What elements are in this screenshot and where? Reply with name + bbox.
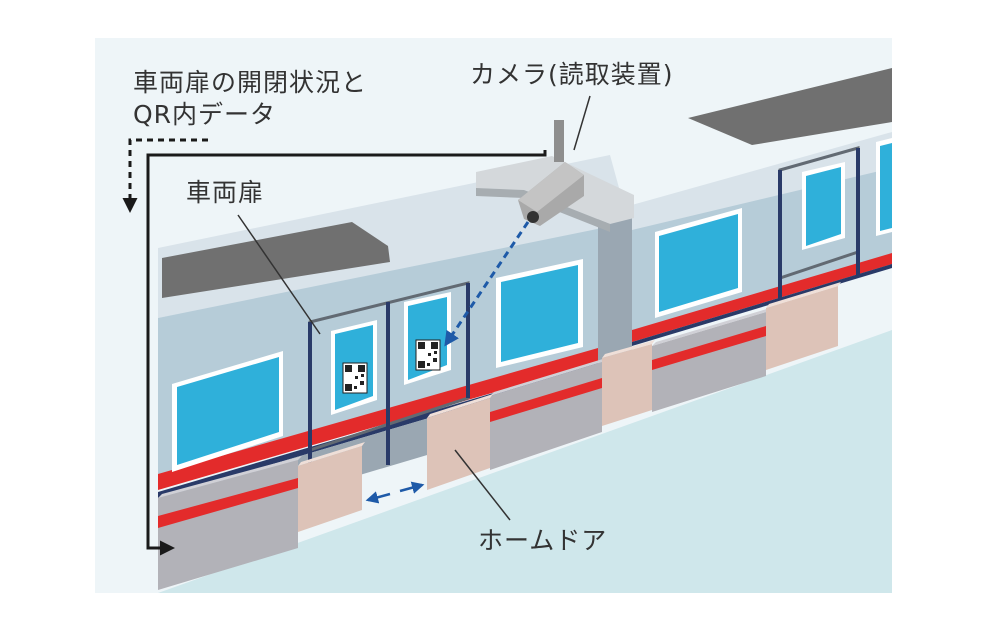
- car-window: [501, 265, 578, 362]
- platform-door-panels: [298, 282, 841, 532]
- platform-door-label: ホームドア: [478, 526, 608, 555]
- camera-label: カメラ(読取装置): [470, 60, 674, 89]
- camera-leader-line: [573, 95, 591, 151]
- train-car-rear: [632, 68, 892, 346]
- platform-door-open-arrow: [365, 491, 391, 504]
- platform-door-panel: [602, 344, 652, 426]
- car-door-label: 車両扉: [186, 178, 265, 207]
- platform-door-panel: [298, 446, 362, 532]
- data-flow-label-line1: 車両扉の開閉状況と: [133, 68, 368, 97]
- roof-vent: [162, 222, 390, 298]
- data-flow-dashed-arrow: [122, 138, 208, 213]
- platform-door-panel: [766, 286, 838, 370]
- qr-code-left: [342, 362, 368, 394]
- car-door-leader-line: [237, 214, 321, 335]
- camera-lens: [527, 211, 539, 223]
- platform-barriers: [158, 308, 770, 590]
- platform-floor: [158, 330, 892, 593]
- platform-door-open-arrow: [399, 481, 425, 494]
- camera-unit: [476, 120, 634, 232]
- car-gangway: [598, 205, 632, 370]
- car-window: [177, 357, 279, 465]
- data-flow-line: [146, 150, 547, 556]
- data-flow-label-line2: QR内データ: [133, 100, 277, 129]
- camera-scan-arrow: [444, 221, 530, 347]
- platform-door-leader-line: [454, 449, 511, 521]
- qr-code-right: [415, 339, 441, 371]
- roof-vent: [688, 68, 892, 145]
- camera-pole: [554, 120, 564, 162]
- platform-door-panel: [427, 398, 490, 490]
